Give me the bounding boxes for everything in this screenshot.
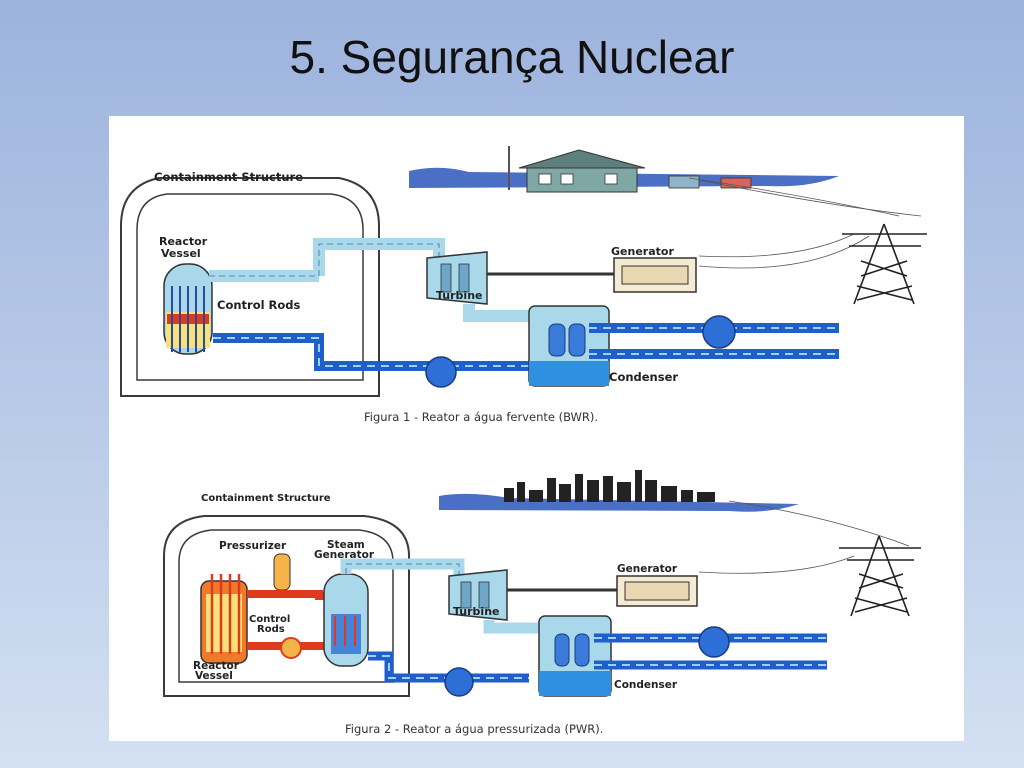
bwr-containment-label: Containment Structure <box>154 170 303 184</box>
bwr-turbine <box>426 251 614 305</box>
pwr-figure-caption: Figura 2 - Reator a água pressurizada (P… <box>345 722 603 736</box>
svg-text:Vessel: Vessel <box>195 670 233 682</box>
reactor-diagram-figure: Containment Structure Reactor Vessel Con… <box>109 116 964 741</box>
pwr-diagram: Containment Structure Pressurizer Steam … <box>163 470 921 736</box>
pwr-condenser-label: Condenser <box>614 679 678 691</box>
pwr-condenser <box>538 615 612 697</box>
pwr-transmission-tower-icon <box>839 535 921 617</box>
bwr-condenser-label: Condenser <box>609 370 678 384</box>
bwr-figure-caption: Figura 1 - Reator a água fervente (BWR). <box>364 410 598 424</box>
bwr-generator <box>613 257 697 293</box>
pwr-control-rods-label: Control <box>249 614 290 625</box>
bwr-diagram: Containment Structure Reactor Vessel Con… <box>120 146 927 424</box>
svg-text:Rods: Rods <box>257 624 285 635</box>
pwr-landscape-strip <box>439 493 799 512</box>
bwr-cooling-water-lines <box>589 315 839 359</box>
pwr-reactor-vessel-label: Reactor <box>193 660 240 672</box>
pwr-reactor-vessel <box>200 574 248 664</box>
bwr-cooling-pump-icon <box>702 315 736 349</box>
pwr-steam-generator-label: Steam <box>327 539 365 551</box>
pwr-pressurizer <box>273 553 291 591</box>
slide-title: 5. Segurança Nuclear <box>289 31 735 83</box>
pwr-primary-pump-icon <box>280 637 302 659</box>
house-icon <box>508 146 752 193</box>
pwr-cooling-water-lines <box>594 626 827 670</box>
svg-text:Vessel: Vessel <box>161 247 201 260</box>
pwr-turbine-label: Turbine <box>453 605 500 618</box>
bwr-reactor-vessel <box>163 263 213 355</box>
svg-text:Generator: Generator <box>314 549 375 561</box>
pwr-generator <box>616 575 698 607</box>
transmission-tower-icon <box>842 223 927 305</box>
bwr-reactor-vessel-label: Reactor <box>159 235 208 248</box>
bwr-condenser <box>528 305 610 387</box>
pwr-containment-label: Containment Structure <box>201 493 331 504</box>
bwr-turbine-label: Turbine <box>436 289 483 302</box>
pwr-turbine <box>448 569 617 621</box>
pwr-feedwater-pump-icon <box>444 667 474 697</box>
pwr-cooling-pump-icon <box>698 626 730 658</box>
pwr-generator-label: Generator <box>617 563 678 575</box>
bwr-generator-label: Generator <box>611 245 674 258</box>
bwr-control-rods-label: Control Rods <box>217 298 301 312</box>
bwr-feedwater-pump-icon <box>425 356 457 388</box>
city-skyline-icon <box>504 470 715 502</box>
pwr-steam-generator <box>323 573 369 667</box>
pwr-pressurizer-label: Pressurizer <box>219 540 287 552</box>
